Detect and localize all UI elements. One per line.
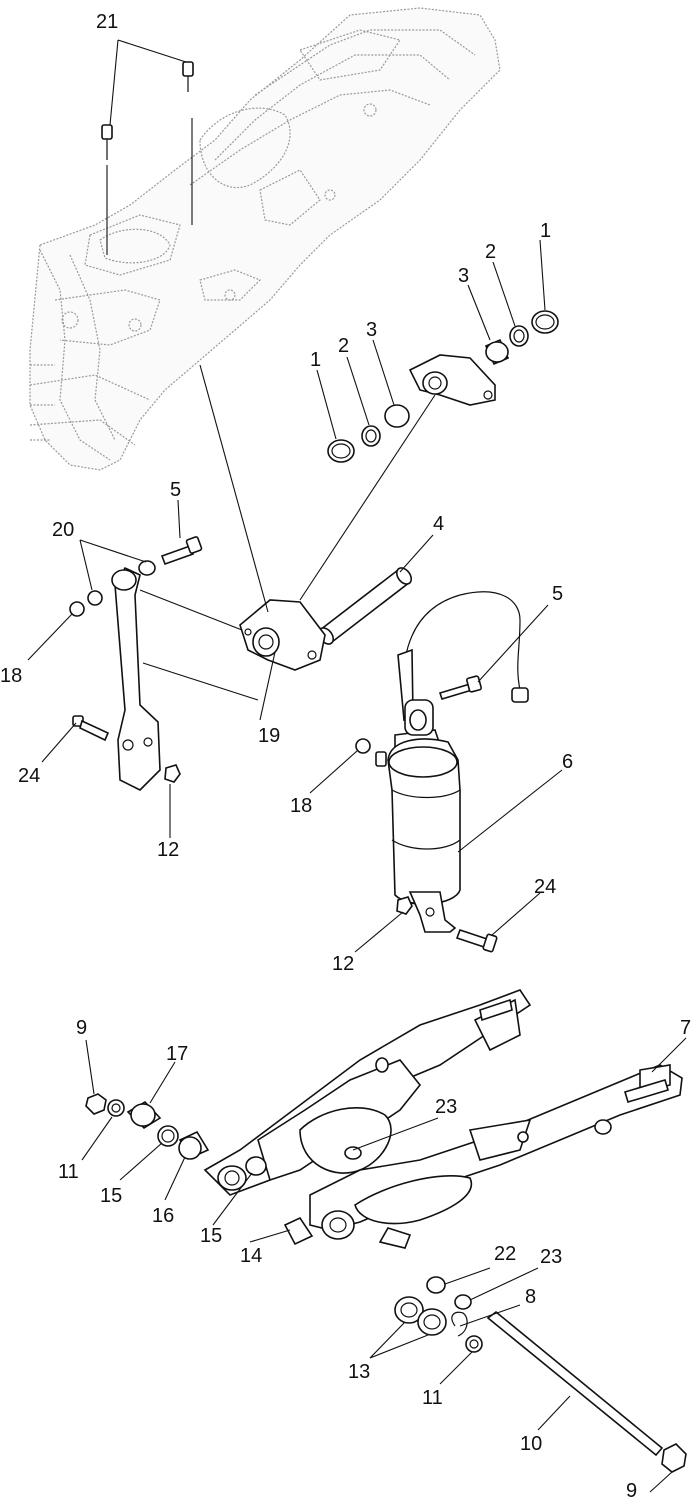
callout-15-left: 15 bbox=[100, 1185, 122, 1207]
callout-15-right: 15 bbox=[200, 1225, 222, 1247]
shock-absorber-6 bbox=[375, 591, 529, 933]
callout-4: 4 bbox=[433, 513, 444, 535]
swingarm-7 bbox=[203, 989, 683, 1249]
callout-9-right: 9 bbox=[626, 1480, 637, 1500]
pivot-shaft-4 bbox=[317, 567, 413, 645]
frame-illustration bbox=[29, 7, 501, 471]
callout-3-right: 3 bbox=[458, 265, 469, 287]
callout-12-left: 12 bbox=[157, 839, 179, 861]
callout-11-left: 11 bbox=[58, 1161, 79, 1183]
callout-7: 7 bbox=[680, 1017, 691, 1039]
leader-lines bbox=[27, 39, 687, 1493]
callout-12-right: 12 bbox=[332, 953, 354, 975]
bushing-set-right bbox=[484, 310, 559, 366]
callout-16: 16 bbox=[152, 1205, 174, 1227]
callout-13: 13 bbox=[348, 1361, 370, 1383]
bolt-5-upper bbox=[160, 536, 203, 566]
callout-21: 21 bbox=[96, 11, 118, 33]
callout-3-left: 3 bbox=[366, 319, 377, 341]
callout-24-left: 24 bbox=[18, 765, 40, 787]
callout-20: 20 bbox=[52, 519, 74, 541]
callout-18-left: 18 bbox=[0, 665, 22, 687]
callout-1-left: 1 bbox=[310, 349, 321, 371]
callout-24-right: 24 bbox=[534, 876, 556, 898]
bolt-21-lower bbox=[101, 124, 113, 255]
callout-18-right: 18 bbox=[290, 795, 312, 817]
left-pivot-parts bbox=[85, 1093, 314, 1246]
nut-18-left bbox=[69, 601, 85, 617]
tie-rod bbox=[87, 560, 259, 791]
callout-9-left: 9 bbox=[76, 1017, 87, 1039]
nut-12-right bbox=[396, 896, 413, 915]
callout-2-right: 2 bbox=[485, 241, 496, 263]
callout-17: 17 bbox=[166, 1043, 188, 1065]
callout-5-upper: 5 bbox=[170, 479, 181, 501]
pivot-axle-10 bbox=[486, 1310, 687, 1473]
upper-rocker-bracket bbox=[299, 354, 496, 601]
callout-6: 6 bbox=[562, 751, 573, 773]
callout-labels: 21 1 2 3 1 2 3 5 4 20 18 5 19 24 6 18 12… bbox=[0, 11, 691, 1500]
bushing-set-left bbox=[327, 404, 410, 463]
callout-2-left: 2 bbox=[338, 335, 349, 357]
rocker-link-19 bbox=[199, 364, 326, 671]
callout-23-upper: 23 bbox=[435, 1096, 457, 1118]
nut-18-right bbox=[355, 738, 371, 754]
bolt-24-left bbox=[72, 715, 110, 742]
callout-5-right: 5 bbox=[552, 583, 563, 605]
callout-14: 14 bbox=[240, 1245, 262, 1267]
callout-8: 8 bbox=[525, 1286, 536, 1308]
callout-10: 10 bbox=[520, 1433, 542, 1455]
callout-19: 19 bbox=[258, 725, 280, 747]
callout-22: 22 bbox=[494, 1243, 516, 1265]
bolt-5-right bbox=[438, 675, 482, 700]
bolt-21-upper bbox=[182, 61, 194, 225]
callout-23-lower: 23 bbox=[540, 1246, 562, 1268]
bolt-24-right bbox=[455, 928, 498, 953]
right-pivot-parts bbox=[394, 1276, 483, 1353]
callout-11-right: 11 bbox=[422, 1387, 443, 1409]
callout-1-right: 1 bbox=[540, 220, 551, 242]
nut-12-left bbox=[164, 764, 181, 783]
